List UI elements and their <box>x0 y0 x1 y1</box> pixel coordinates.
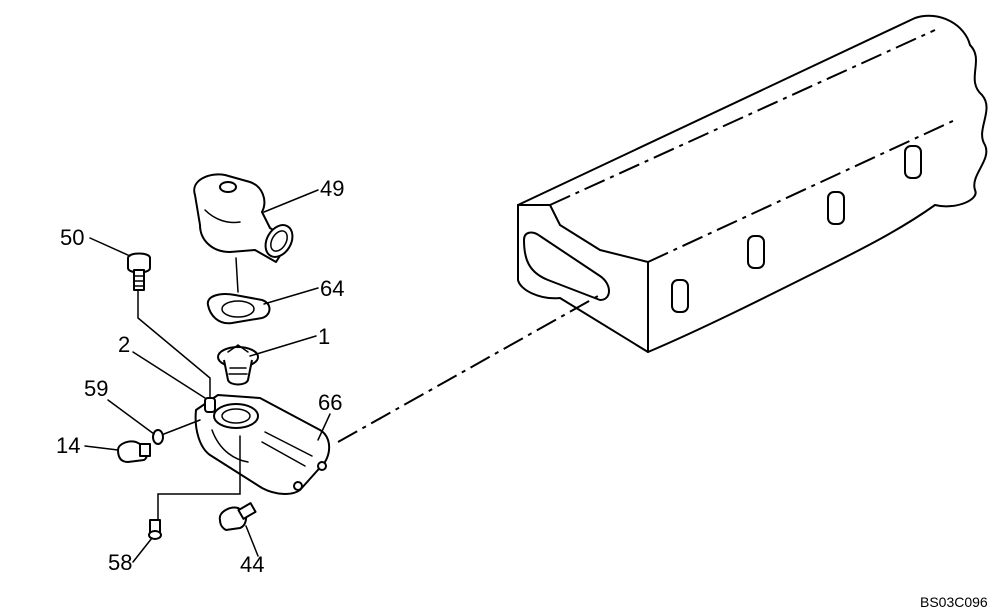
callout-58: 58 <box>108 550 132 575</box>
leader-lines <box>84 189 331 563</box>
part-64-gasket <box>206 293 271 325</box>
part-14-plug <box>117 440 151 463</box>
callout-59: 59 <box>84 376 108 401</box>
part-58-fitting <box>148 519 162 540</box>
callout-labels: 49 50 64 1 2 59 66 14 58 44 <box>56 176 344 577</box>
callout-2: 2 <box>118 332 130 357</box>
part-66-thermostat-housing <box>194 394 331 495</box>
part-1-thermostat <box>217 344 259 386</box>
callout-66: 66 <box>318 390 342 415</box>
callout-49: 49 <box>320 176 344 201</box>
callout-1: 1 <box>318 324 330 349</box>
part-49-outlet-elbow <box>193 173 294 263</box>
assembly-centerline <box>337 295 599 443</box>
part-50-bolt <box>127 252 151 291</box>
callout-14: 14 <box>56 433 80 458</box>
part-44-bolt <box>218 502 257 531</box>
figure-code: BS03C096 <box>920 594 988 610</box>
callout-44: 44 <box>240 552 264 577</box>
callout-64: 64 <box>320 276 344 301</box>
cylinder-head-outline <box>517 14 988 353</box>
callout-50: 50 <box>60 225 84 250</box>
part-59-washer <box>152 429 164 445</box>
